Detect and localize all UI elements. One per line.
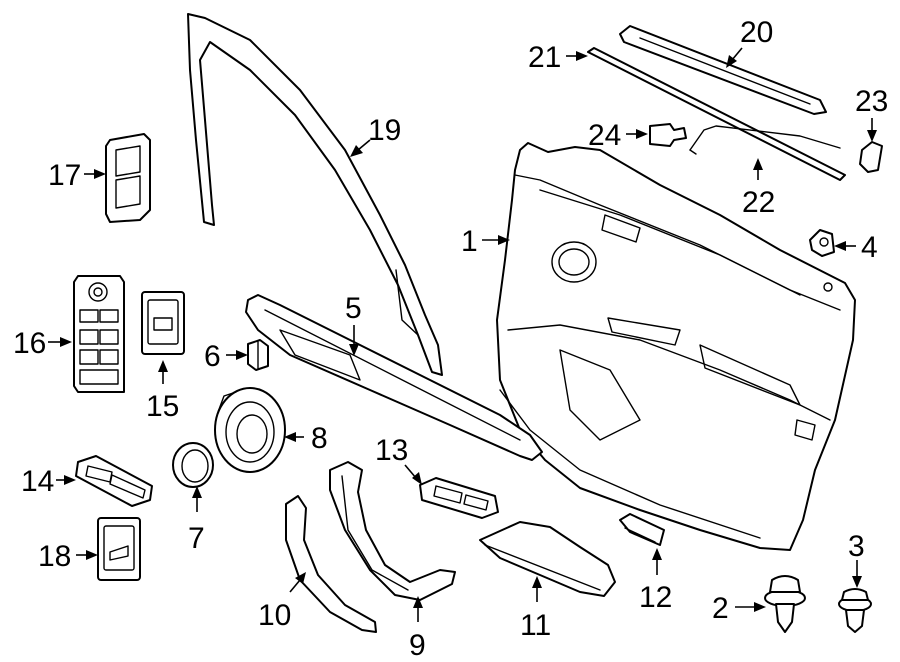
callout-12: 12 [639, 548, 672, 614]
callout-label-18: 18 [38, 540, 71, 573]
callout-21: 21 [528, 41, 588, 74]
callout-label-17: 17 [48, 159, 81, 192]
callout-label-21: 21 [528, 41, 561, 74]
callout-6: 6 [204, 340, 248, 373]
callout-22: 22 [742, 158, 775, 219]
callout-7: 7 [188, 486, 205, 555]
part-24-lamp [649, 123, 687, 147]
part-13-switch-bezel [419, 477, 499, 519]
callout-label-12: 12 [639, 581, 672, 614]
part-3-retainer [838, 588, 872, 633]
callout-label-10: 10 [258, 599, 291, 632]
callout-label-20: 20 [740, 16, 773, 49]
part-6-small-clip [247, 339, 269, 371]
callout-2: 2 [712, 592, 766, 625]
part-21-weatherstrip [587, 47, 846, 181]
callout-5: 5 [345, 292, 362, 356]
part-17-dual-switch [105, 133, 151, 223]
callout-23: 23 [855, 85, 888, 142]
part-19-window-frame-trim [187, 13, 443, 376]
part-9-pull-handle [329, 461, 456, 601]
part-15-window-switch [141, 291, 185, 355]
callout-label-13: 13 [375, 434, 408, 467]
callout-label-14: 14 [21, 465, 54, 498]
callout-20: 20 [726, 16, 773, 68]
part-2-push-clip [764, 575, 806, 633]
callout-label-11: 11 [520, 609, 551, 642]
callout-label-9: 9 [409, 629, 426, 662]
callout-16: 16 [13, 327, 72, 360]
part-1-door-trim-panel [496, 142, 856, 551]
callout-13: 13 [375, 434, 422, 485]
part-4-clip-nut [809, 229, 835, 257]
callout-label-3: 3 [848, 530, 865, 563]
part-22-lock-rod [689, 125, 841, 155]
callout-label-19: 19 [368, 114, 401, 147]
callout-24: 24 [588, 119, 648, 152]
callout-3: 3 [848, 530, 865, 588]
part-23-clip [859, 141, 883, 173]
callout-11: 11 [520, 576, 551, 642]
callout-label-23: 23 [855, 85, 888, 118]
part-7-speaker-ring [172, 442, 214, 488]
part-18-switch [97, 517, 141, 581]
callout-label-6: 6 [204, 340, 221, 373]
callout-label-1: 1 [461, 225, 478, 258]
callout-8: 8 [284, 422, 328, 455]
callout-label-5: 5 [345, 292, 362, 325]
callout-label-24: 24 [588, 119, 621, 152]
part-8-speaker [214, 387, 286, 473]
callout-1: 1 [461, 225, 510, 258]
part-14-switch-panel [75, 455, 153, 507]
callout-label-16: 16 [13, 327, 46, 360]
callout-label-2: 2 [712, 592, 729, 625]
callout-label-4: 4 [861, 231, 878, 264]
part-5-armrest-trim [245, 294, 543, 461]
part-16-master-window-switch [73, 275, 125, 393]
callout-10: 10 [258, 572, 306, 632]
callout-label-8: 8 [311, 422, 328, 455]
callout-9: 9 [409, 596, 426, 662]
part-12-light-bracket [619, 513, 665, 546]
callout-14: 14 [21, 465, 76, 498]
callout-19: 19 [350, 114, 401, 157]
callout-4: 4 [834, 231, 878, 264]
callout-17: 17 [48, 159, 106, 192]
callout-label-15: 15 [146, 390, 179, 423]
callout-18: 18 [38, 540, 98, 573]
callout-label-7: 7 [188, 522, 205, 555]
callout-label-22: 22 [742, 186, 775, 219]
part-20-belt-molding [619, 25, 827, 115]
callout-15: 15 [146, 360, 179, 423]
part-11-armrest-pad [479, 521, 616, 597]
